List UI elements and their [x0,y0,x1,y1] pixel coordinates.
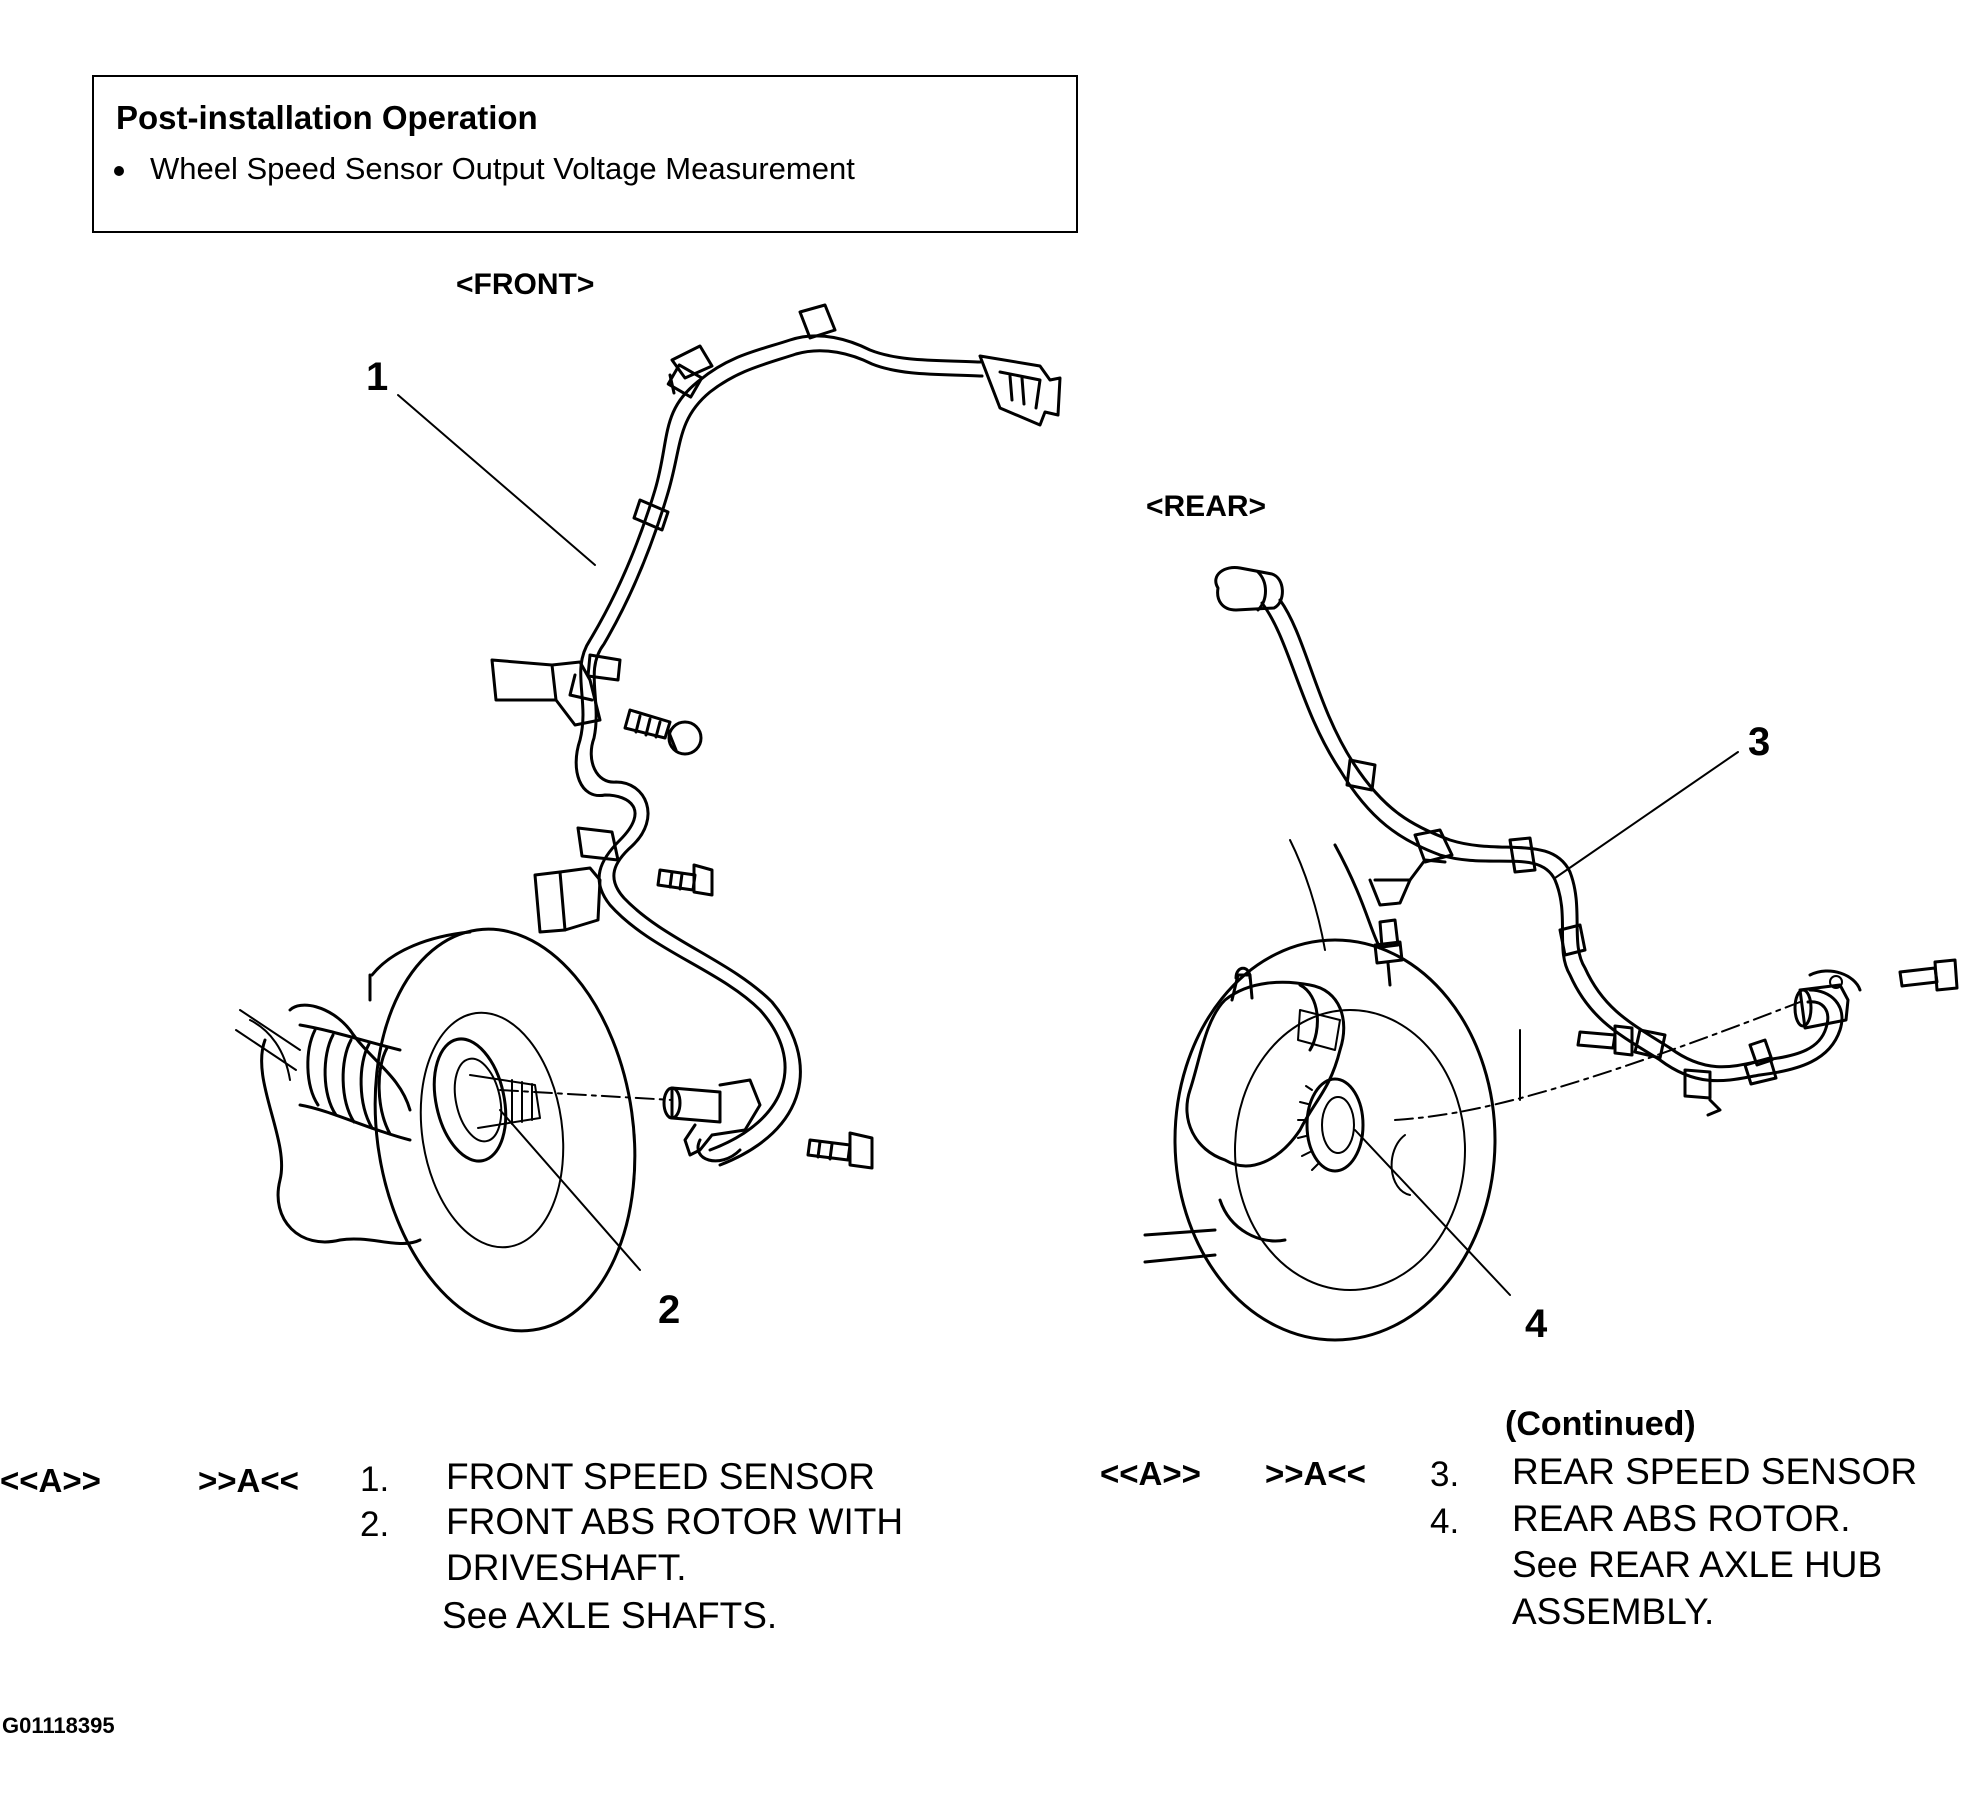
leader-line-1 [397,394,596,566]
rear-speed-sensor [1793,969,1862,1030]
front-connector [798,303,1062,427]
legend-text-2-cont: DRIVESHAFT. [446,1547,687,1588]
box-bullet: Wheel Speed Sensor Output Voltage Measur… [114,151,855,187]
rear-harness-clips [1345,758,1722,1117]
front-bolt-2 [656,863,714,897]
figure-id: G01118395 [2,1713,115,1738]
rear-alignment-line [1394,1001,1801,1121]
front-middle-bracket [533,826,620,934]
front-view-label: <FRONT> [456,268,595,301]
front-bolt-3 [806,1131,874,1170]
front-remove-code: <<A>> [0,1462,101,1499]
front-driveshaft-boot [249,1019,412,1142]
rear-bolt-3 [1898,958,1959,992]
rear-bolt-2 [1576,1024,1634,1057]
legend-see-rear-axle-hub: See REAR AXLE HUB [1512,1544,1883,1585]
callout-3: 3 [1748,720,1771,764]
front-speed-sensor [662,1078,762,1163]
continued-label: (Continued) [1505,1405,1696,1443]
front-assembly-drawing [235,303,1062,1333]
front-alignment-line [499,1089,673,1101]
legend-num-4: 4. [1430,1502,1460,1541]
rear-connector [1214,565,1284,612]
callout-2: 2 [658,1288,681,1332]
front-brake-disc [368,927,637,1333]
legend-num-1: 1. [360,1460,390,1499]
legend-see-axle-shafts: See AXLE SHAFTS. [442,1595,778,1636]
front-upper-bracket [490,658,602,727]
rear-bolt-1 [1373,918,1404,987]
front-harness [574,334,984,1167]
front-knuckle [235,1003,422,1245]
rear-assembly-drawing [1143,565,1959,1342]
front-harness-clips [586,344,714,682]
leader-line-3 [1554,751,1739,879]
box-title: Post-installation Operation [116,99,538,136]
leader-line-2 [499,1109,641,1271]
bullet-dot-icon [114,165,124,176]
rear-install-code: >>A<< [1265,1455,1366,1492]
front-abs-rotor [432,1037,541,1163]
callout-4: 4 [1525,1302,1548,1346]
legend-text-3: REAR SPEED SENSOR [1512,1451,1918,1492]
legend-text-1: FRONT SPEED SENSOR [446,1456,876,1497]
legend-num-2: 2. [360,1505,390,1544]
callout-1: 1 [366,355,389,399]
post-installation-box: Post-installation Operation Wheel Speed … [92,75,1078,233]
rear-harness [1260,598,1844,1083]
legend-assembly: ASSEMBLY. [1512,1591,1715,1632]
front-install-code-text: >>A<< [198,1462,299,1499]
leader-line-4 [1354,1129,1511,1296]
box-bullet-text: Wheel Speed Sensor Output Voltage Measur… [150,151,855,186]
rear-brake-disc [1173,839,1497,1342]
legend-text-2: FRONT ABS ROTOR WITH [446,1501,904,1542]
legend-text-4: REAR ABS ROTOR. [1512,1498,1851,1539]
legend-num-3: 3. [1430,1455,1460,1494]
rear-abs-rotor [1297,1077,1365,1173]
rear-bolt-4 [1743,1038,1778,1086]
rear-view-label: <REAR> [1146,490,1267,523]
front-bolt-1 [623,708,703,756]
rear-remove-code: <<A>> [1100,1455,1201,1492]
rear-brake-caliper [1143,966,1346,1264]
